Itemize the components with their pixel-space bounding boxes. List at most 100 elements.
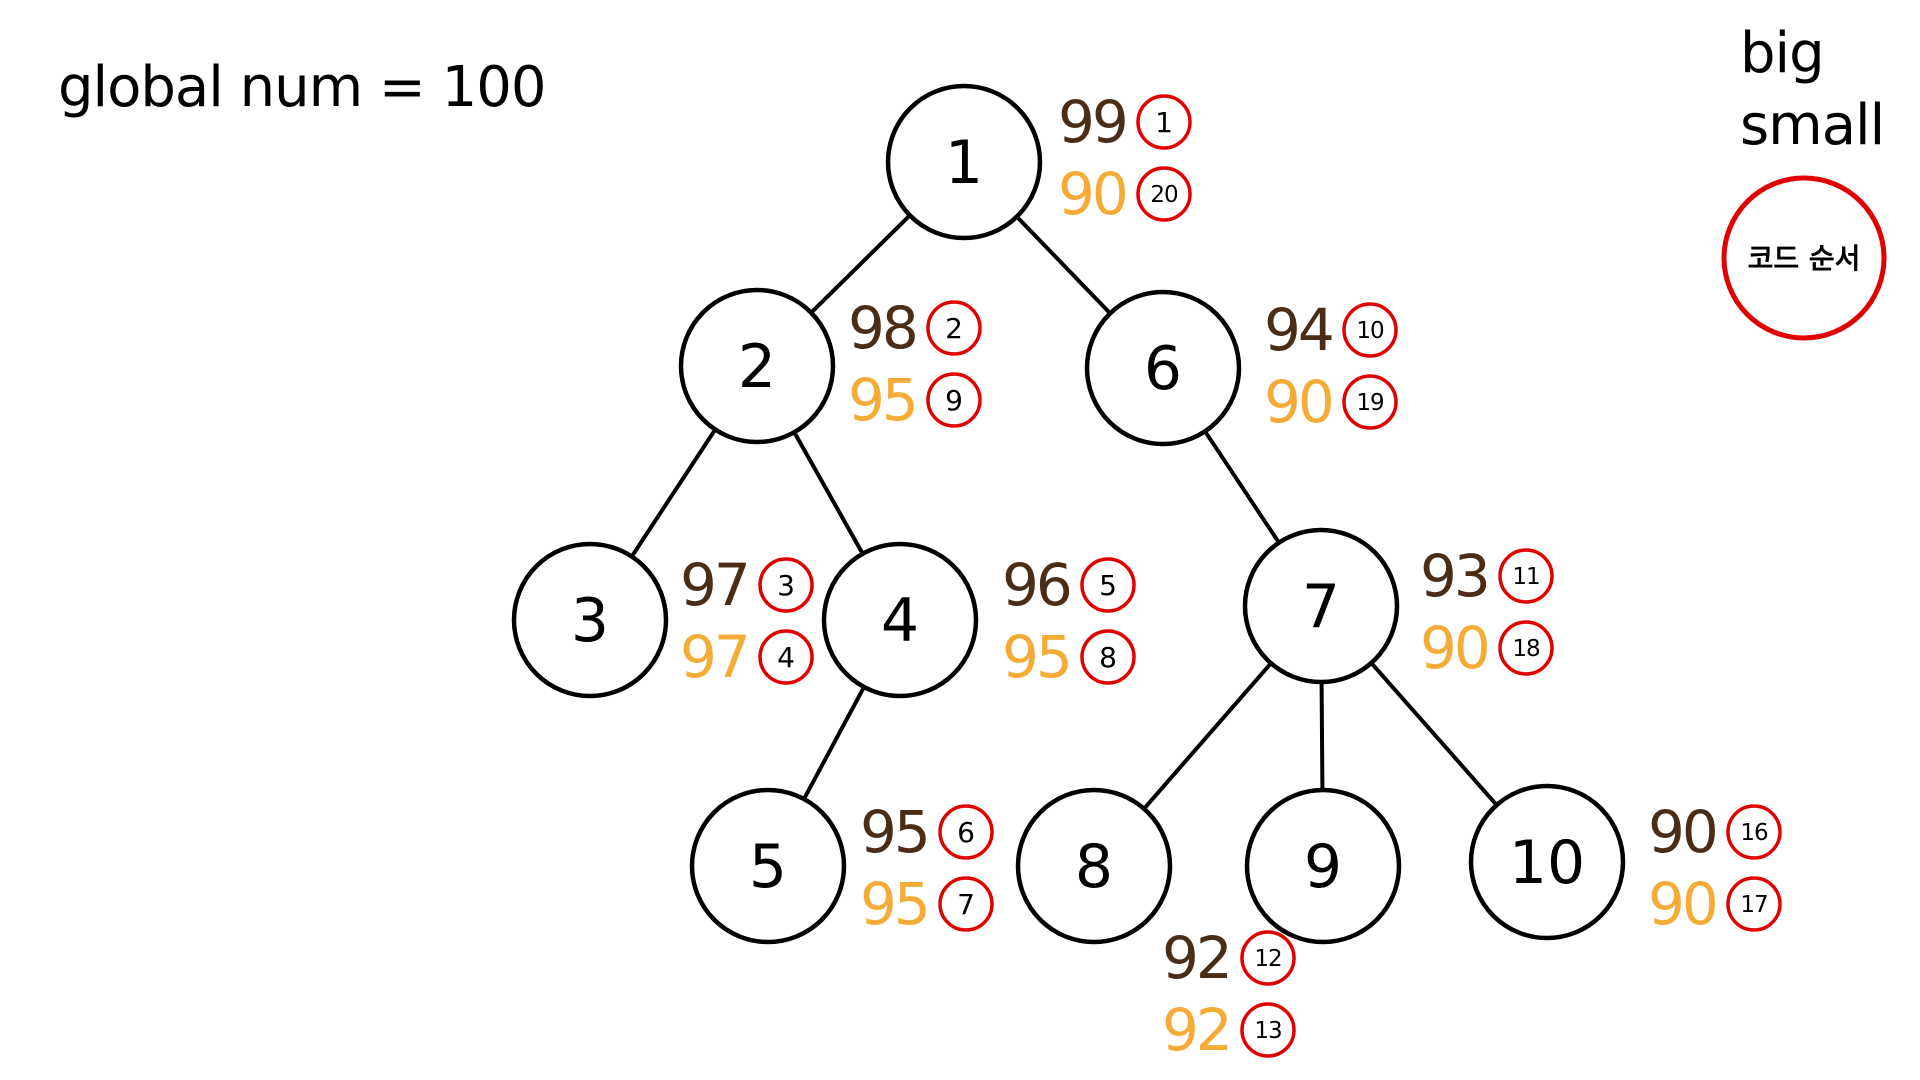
node-circle <box>885 83 1043 241</box>
edge-7-10 <box>1369 661 1499 807</box>
node-circle <box>1084 289 1242 447</box>
node-label: 7 <box>1302 572 1340 642</box>
edges-layer <box>630 213 1499 811</box>
tree-node-3: 3 <box>511 541 669 699</box>
node-label: 4 <box>881 586 919 656</box>
edge-2-4 <box>792 431 865 555</box>
edge-7-9 <box>1319 681 1325 791</box>
order-circle <box>1726 804 1782 860</box>
small-value: 90 <box>1420 614 1488 682</box>
edge-7-8 <box>1142 661 1273 811</box>
big-value: 93 <box>1420 542 1488 610</box>
node-label: 6 <box>1144 334 1182 404</box>
node-circle <box>821 541 979 699</box>
node-circle <box>689 787 847 945</box>
node-label: 2 <box>738 332 776 402</box>
order-circle <box>1080 557 1136 613</box>
tree-node-6: 6 <box>1084 289 1242 447</box>
order-number: 12 <box>1254 946 1281 972</box>
node-circle <box>678 287 836 445</box>
order-number: 8 <box>1099 641 1117 674</box>
order-number: 18 <box>1512 636 1540 662</box>
order-circle <box>758 557 814 613</box>
legend-big-label: big <box>1740 21 1824 86</box>
order-circle <box>1342 302 1398 358</box>
order-circle <box>938 876 994 932</box>
node-circle <box>1468 783 1626 941</box>
big-value-node-9: 92 12 <box>1162 924 1296 992</box>
order-number: 19 <box>1356 390 1384 416</box>
tree-node-9: 9 <box>1244 787 1402 945</box>
order-number: 17 <box>1740 892 1767 918</box>
order-circle <box>758 629 814 685</box>
node-label: 1 <box>945 128 983 198</box>
order-circle <box>1240 1002 1296 1058</box>
legend-small-label: small <box>1740 93 1884 158</box>
edge-6-7 <box>1203 430 1281 544</box>
order-circle <box>1240 930 1296 986</box>
order-number: 1 <box>1155 106 1173 139</box>
big-value: 94 <box>1264 296 1332 364</box>
small-value-node-4: 95 8 <box>1002 623 1136 691</box>
order-number: 5 <box>1099 569 1117 602</box>
node-circle <box>511 541 669 699</box>
small-value-node-6: 90 19 <box>1264 368 1398 436</box>
order-circle <box>1498 548 1554 604</box>
legend-order-label: 코드 순서 <box>1748 242 1861 275</box>
order-circle <box>926 372 982 428</box>
order-circle <box>1726 876 1782 932</box>
small-value: 95 <box>1002 623 1070 691</box>
small-value: 95 <box>860 870 928 938</box>
node-circle <box>1242 527 1400 685</box>
big-value-node-4: 96 5 <box>1002 551 1136 619</box>
big-value: 95 <box>860 798 928 866</box>
small-value-node-7: 90 18 <box>1420 614 1554 682</box>
small-value: 97 <box>680 623 748 691</box>
edge-1-2 <box>809 213 912 315</box>
big-value: 96 <box>1002 551 1070 619</box>
small-value: 90 <box>1648 870 1716 938</box>
order-circle <box>926 300 982 356</box>
big-value: 99 <box>1058 88 1126 156</box>
legend: big small 코드 순서 <box>1721 21 1887 341</box>
edge-4-5 <box>802 686 866 800</box>
legend-order-circle <box>1721 175 1887 341</box>
order-circle <box>1080 629 1136 685</box>
small-value: 90 <box>1264 368 1332 436</box>
nodes-layer: 1 2 3 4 5 6 7 8 9 10 <box>511 83 1626 945</box>
order-number: 3 <box>777 569 795 602</box>
tree-node-4: 4 <box>821 541 979 699</box>
small-value: 92 <box>1162 996 1230 1064</box>
edge-1-6 <box>1015 215 1112 315</box>
order-circle <box>1136 166 1192 222</box>
big-value-node-1: 99 1 <box>1058 88 1192 156</box>
tree-node-2: 2 <box>678 287 836 445</box>
big-value: 98 <box>848 294 916 362</box>
order-number: 16 <box>1740 820 1768 846</box>
node-label: 3 <box>571 586 609 656</box>
order-circle <box>1342 374 1398 430</box>
order-number: 7 <box>957 888 975 921</box>
node-circle <box>1015 787 1173 945</box>
big-value: 90 <box>1648 798 1716 866</box>
small-value-node-5: 95 7 <box>860 870 994 938</box>
order-number: 9 <box>945 384 963 417</box>
order-number: 10 <box>1356 318 1384 344</box>
big-value-node-10: 90 16 <box>1648 798 1782 866</box>
node-label: 10 <box>1509 828 1585 898</box>
order-circle <box>1136 94 1192 150</box>
global-num-label: global num = 100 <box>58 55 546 120</box>
big-value: 92 <box>1162 924 1230 992</box>
node-label: 5 <box>749 832 787 902</box>
small-value-node-10: 90 17 <box>1648 870 1782 938</box>
node-circle <box>1244 787 1402 945</box>
